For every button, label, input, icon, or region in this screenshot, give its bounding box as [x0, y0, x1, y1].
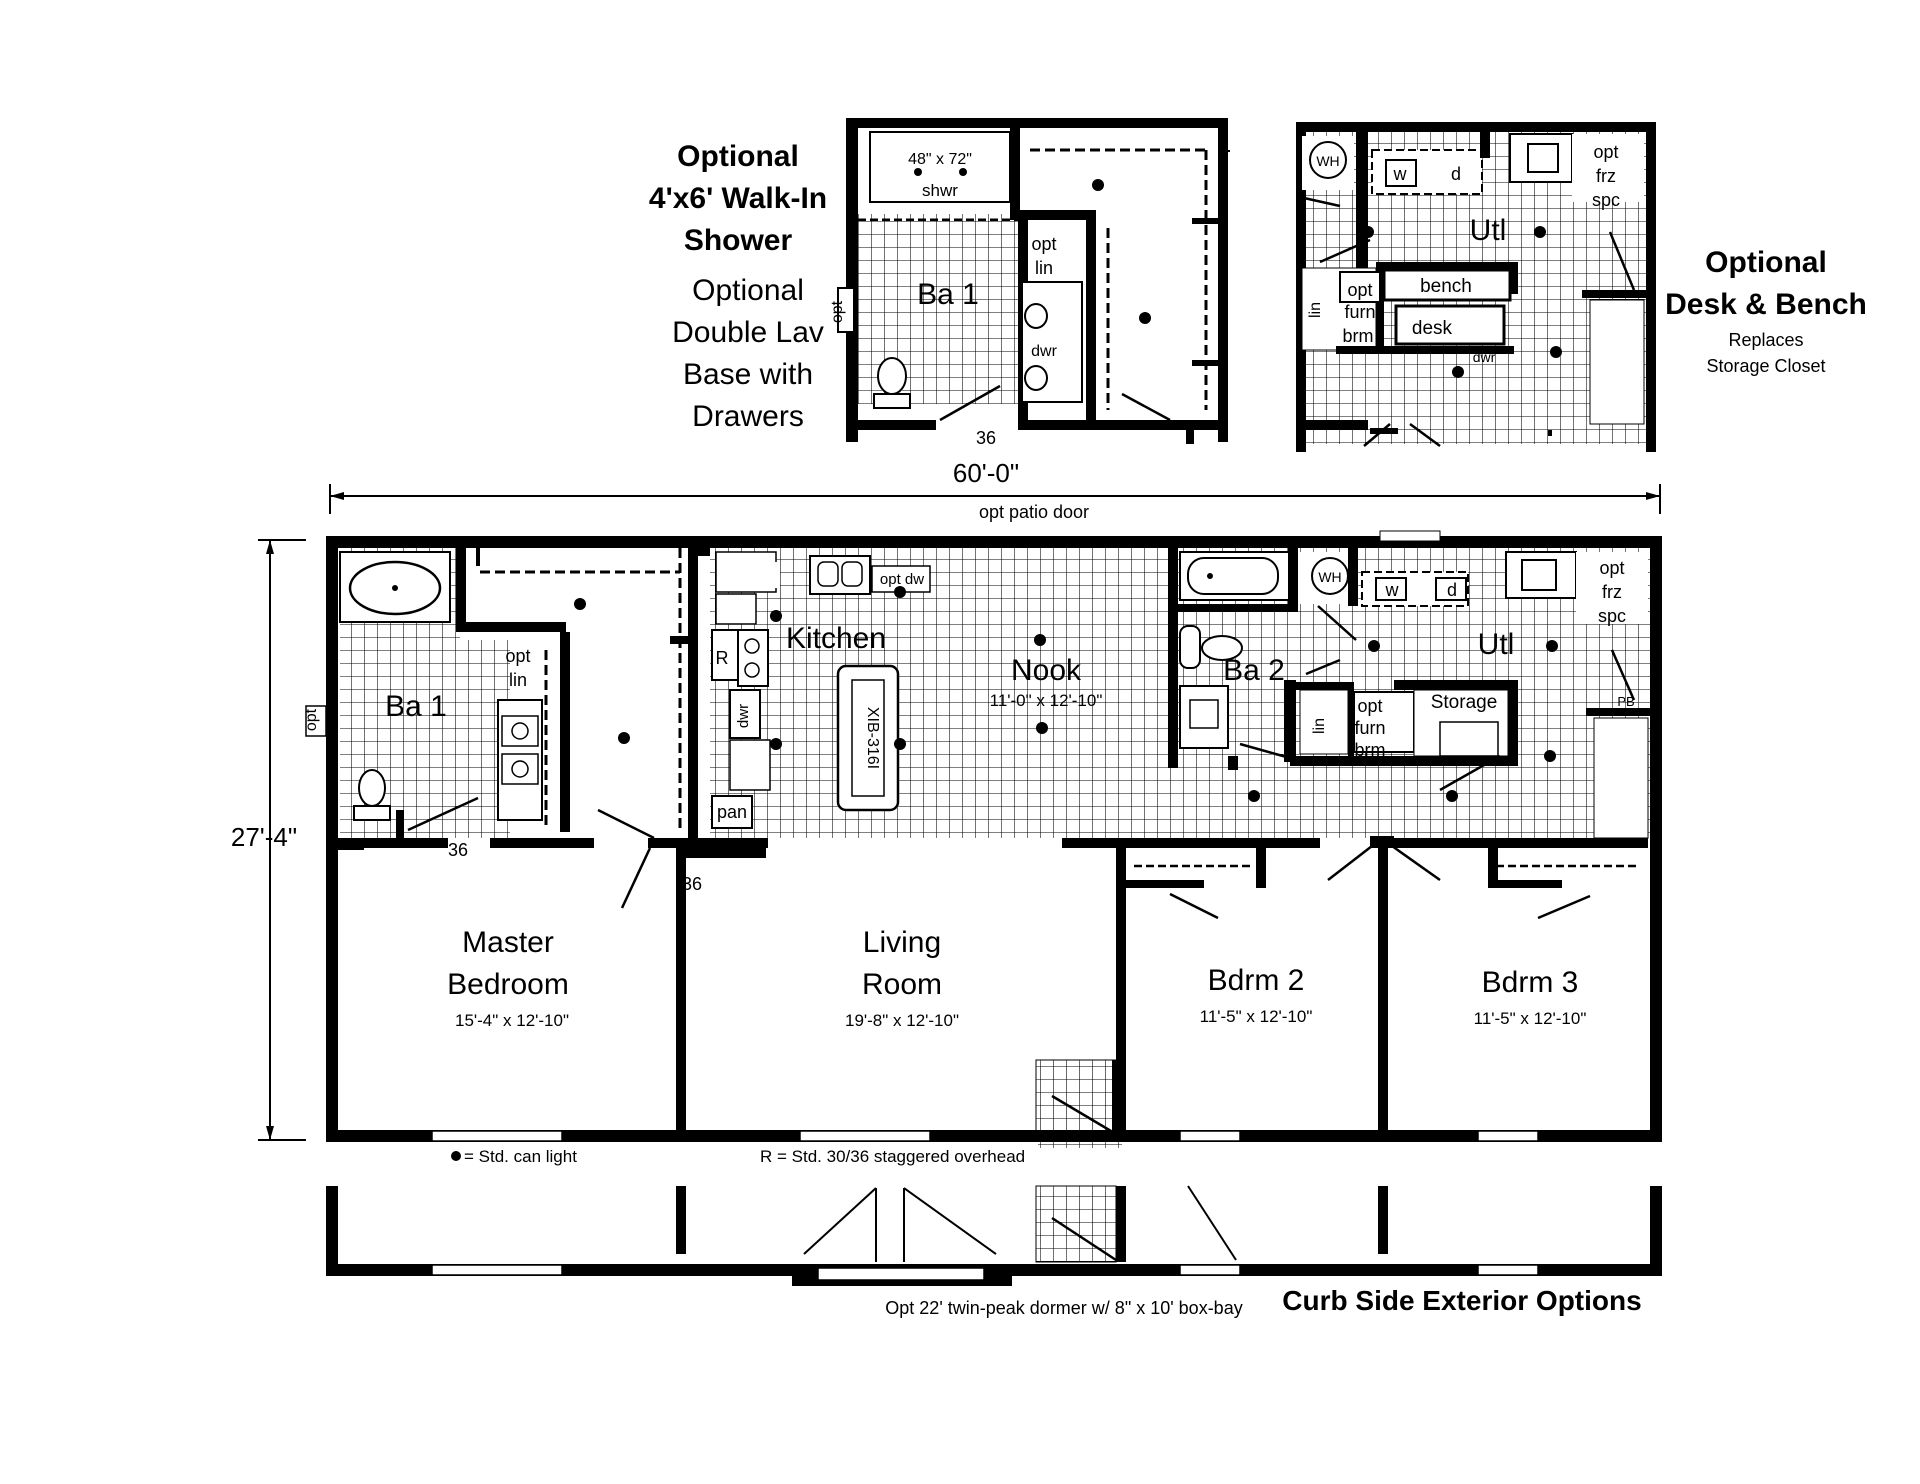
inset-shower-plan: [837, 118, 1230, 444]
furn-2: furn: [1354, 718, 1385, 738]
ba1-opt-label: opt: [303, 708, 320, 731]
ba1-label: Ba 1: [385, 690, 447, 723]
patio-door-label: opt patio door: [979, 502, 1089, 522]
living-label-1: Living: [863, 926, 941, 959]
inset-ba1-label: Ba 1: [917, 278, 979, 311]
overall-depth-label: 27'-4": [231, 822, 297, 852]
master-size: 15'-4" x 12'-10": [455, 1011, 569, 1030]
nook-label: Nook: [1011, 654, 1082, 687]
bdrm2-label: Bdrm 2: [1208, 964, 1305, 997]
inset-wh-label: WH: [1316, 153, 1339, 169]
bdrm3-label: Bdrm 3: [1482, 966, 1579, 999]
inset-frz-1: opt: [1593, 142, 1618, 162]
ba2-label: Ba 2: [1223, 654, 1285, 687]
dimension-lines: [258, 484, 1661, 1141]
inset-drawer-label: dwr: [1031, 343, 1057, 360]
inset-bench-label: bench: [1420, 276, 1472, 297]
range-label: R: [716, 648, 729, 668]
master-label-1: Master: [462, 926, 554, 959]
living-size: 19'-8" x 12'-10": [845, 1011, 959, 1030]
furn-1: opt: [1357, 696, 1382, 716]
inset-desk-plan: [1296, 122, 1656, 452]
pb-label: PB: [1617, 694, 1634, 709]
shower-label: shwr: [922, 181, 958, 200]
inset-shower-title-2: 4'x6' Walk-In: [649, 182, 827, 215]
inset-frz-2: frz: [1596, 166, 1616, 186]
door-36-a: 36: [448, 840, 468, 860]
exterior-title: Curb Side Exterior Options: [1282, 1285, 1641, 1316]
inset-lin-label: lin: [1307, 302, 1324, 318]
master-label-2: Bedroom: [447, 968, 569, 1001]
inset-shower-title-1: Optional: [677, 140, 799, 173]
nook-size: 11'-0" x 12'-10": [990, 691, 1103, 710]
dryer-label: d: [1447, 580, 1457, 600]
overall-width-label: 60'-0": [953, 458, 1019, 488]
wh-label: WH: [1318, 569, 1341, 585]
living-label-2: Room: [862, 968, 942, 1001]
inset-shower-subtitle-2: Double Lav: [672, 316, 824, 349]
inset-shower-subtitle-3: Base with: [683, 358, 813, 391]
dormer-note: Opt 22' twin-peak dormer w/ 8" x 10' box…: [885, 1298, 1242, 1318]
inset-desk-subtitle-2: Storage Closet: [1706, 356, 1825, 376]
inset-furn-1: opt: [1347, 280, 1372, 300]
can-lights: [451, 586, 1558, 1161]
legend-overhead: R = Std. 30/36 staggered overhead: [760, 1147, 1025, 1166]
inset-opt-side-label: opt: [829, 300, 846, 323]
pantry-label: pan: [717, 802, 747, 822]
bdrm2-size: 11'-5" x 12'-10": [1200, 1007, 1313, 1026]
inset-utl-label: Utl: [1470, 214, 1507, 247]
utl-label: Utl: [1478, 628, 1515, 661]
shower-size-label: 48" x 72": [908, 151, 972, 168]
legend-can-light: = Std. can light: [464, 1147, 577, 1166]
storage-label: Storage: [1431, 692, 1498, 713]
opt-dw-label: opt dw: [880, 571, 924, 588]
door-36-b: 36: [682, 874, 702, 894]
frz-3: spc: [1598, 606, 1626, 626]
kitchen-label: Kitchen: [786, 622, 886, 655]
washer-label: w: [1385, 580, 1400, 600]
ba1-opt-lin-1: opt: [505, 646, 530, 666]
inset-frz-3: spc: [1592, 190, 1620, 210]
inset-shower-title-3: Shower: [684, 224, 793, 257]
bdrm3-size: 11'-5" x 12'-10": [1474, 1009, 1587, 1028]
inset-washer-label: w: [1393, 164, 1408, 184]
frz-2: frz: [1602, 582, 1622, 602]
inset-furn-2: furn: [1344, 302, 1375, 322]
inset-desk-drawer-label: dwr: [1473, 349, 1496, 365]
inset-shower-subtitle-4: Drawers: [692, 400, 804, 433]
inset-opt-lin-1: opt: [1031, 234, 1056, 254]
inset-dryer-label: d: [1451, 164, 1461, 184]
inset-shower-subtitle-1: Optional: [692, 274, 804, 307]
inset-door-size: 36: [976, 428, 996, 448]
inset-opt-lin-2: lin: [1035, 258, 1053, 278]
inset-desk-title-1: Optional: [1705, 246, 1827, 279]
inset-desk-subtitle-1: Replaces: [1728, 330, 1803, 350]
frz-1: opt: [1599, 558, 1624, 578]
inset-brm-label: brm: [1343, 326, 1374, 346]
lin-label: lin: [1311, 718, 1328, 734]
main-floor-plan: [305, 530, 1662, 1244]
brm-label: brm: [1355, 740, 1386, 760]
inset-desk-label: desk: [1412, 318, 1453, 339]
dishwasher-label: dwr: [735, 704, 752, 728]
island-label: XIB-316I: [864, 707, 881, 769]
ba1-opt-lin-2: lin: [509, 670, 527, 690]
inset-desk-title-2: Desk & Bench: [1665, 288, 1867, 321]
exterior-options-plan: [326, 1185, 1662, 1286]
